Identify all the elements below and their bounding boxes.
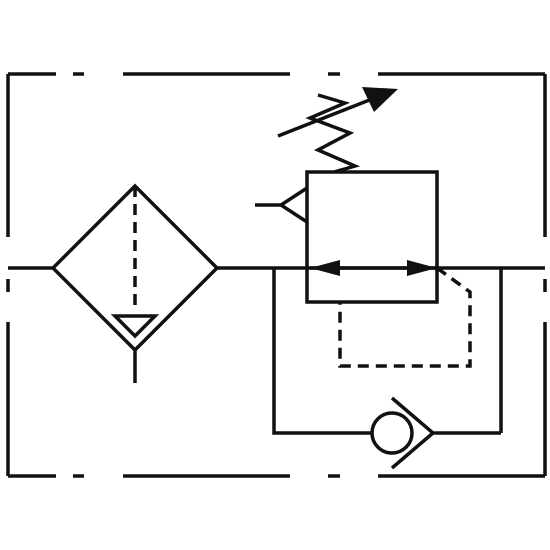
check-valve-ball xyxy=(370,411,414,455)
flow-arrow-right-head xyxy=(407,260,437,276)
check-valve-seat xyxy=(390,396,436,470)
drain-triangle xyxy=(110,314,160,339)
check-valve-bypass xyxy=(272,268,503,470)
adjustable-pressure-regulator xyxy=(255,87,439,304)
adjustment-spring xyxy=(305,93,361,174)
bypass-line xyxy=(272,268,372,435)
adjustable-arrow-shaft xyxy=(277,97,373,138)
vent-port xyxy=(277,186,308,224)
pilot-line xyxy=(338,266,472,368)
enclosure-boundary xyxy=(6,72,547,478)
filter-with-drain xyxy=(50,183,220,383)
adjustable-arrow-head xyxy=(362,87,398,112)
flow-arrow-left-head xyxy=(310,260,340,276)
regulator-body xyxy=(305,170,439,304)
